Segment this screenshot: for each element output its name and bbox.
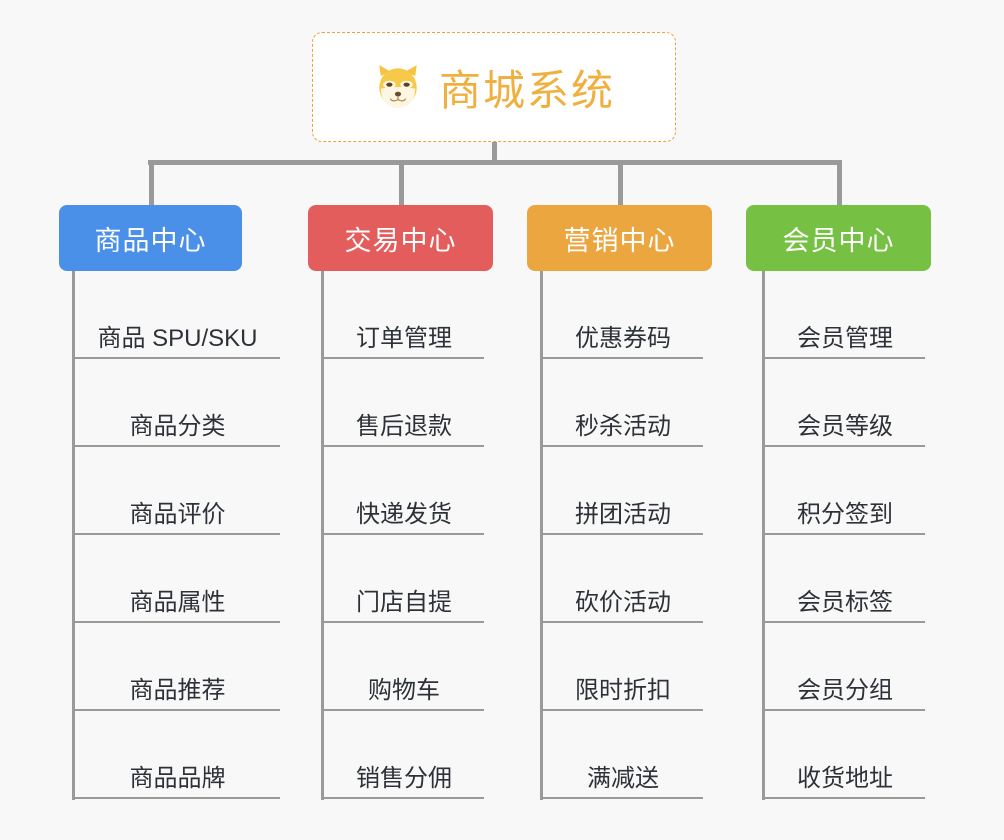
connector-drop-trade-center: [398, 160, 404, 206]
leaf-item[interactable]: 收货地址: [765, 711, 925, 799]
leaf-item-label: 商品分类: [129, 413, 226, 441]
column-rail: [72, 271, 75, 800]
leaf-item-label: 积分签到: [797, 501, 893, 529]
connector-drop-product-center: [148, 160, 154, 206]
root-node-shopping-mall-system[interactable]: 商城系统: [312, 32, 676, 142]
category-box-member-center[interactable]: 会员中心: [746, 205, 931, 271]
leaf-item-label: 商品推荐: [129, 677, 226, 705]
leaf-item-label: 商品 SPU/SKU: [97, 325, 258, 353]
leaf-item-label: 销售分佣: [356, 765, 452, 793]
leaf-item[interactable]: 会员标签: [765, 535, 925, 623]
leaf-item-label: 会员标签: [797, 589, 893, 617]
category-box-trade-center[interactable]: 交易中心: [308, 205, 493, 271]
leaf-item-label: 购物车: [368, 677, 440, 705]
leaf-item[interactable]: 秒杀活动: [543, 359, 703, 447]
leaf-item[interactable]: 销售分佣: [324, 711, 484, 799]
leaf-item-label: 会员管理: [797, 325, 893, 353]
leaf-item[interactable]: 订单管理: [324, 271, 484, 359]
leaf-item[interactable]: 会员管理: [765, 271, 925, 359]
leaf-item-label: 商品属性: [129, 589, 226, 617]
connector-drop-marketing-center: [617, 160, 623, 206]
leaf-item[interactable]: 限时折扣: [543, 623, 703, 711]
leaf-item[interactable]: 商品属性: [75, 535, 280, 623]
leaf-item[interactable]: 售后退款: [324, 359, 484, 447]
leaf-item[interactable]: 满减送: [543, 711, 703, 799]
leaf-item[interactable]: 优惠券码: [543, 271, 703, 359]
category-label: 营销中心: [563, 225, 676, 256]
connector-bar-horizontal: [148, 160, 840, 165]
leaf-item[interactable]: 会员等级: [765, 359, 925, 447]
leaf-item[interactable]: 购物车: [324, 623, 484, 711]
leaf-item-label: 商品评价: [129, 501, 226, 529]
category-label: 交易中心: [344, 225, 457, 256]
leaf-item-label: 满减送: [587, 765, 659, 793]
leaf-item-label: 砍价活动: [575, 589, 671, 617]
leaf-item[interactable]: 会员分组: [765, 623, 925, 711]
column-rail: [321, 271, 324, 800]
leaf-item[interactable]: 快递发货: [324, 447, 484, 535]
category-label: 会员中心: [782, 225, 895, 256]
leaf-item[interactable]: 门店自提: [324, 535, 484, 623]
column-rail: [540, 271, 543, 800]
category-box-product-center[interactable]: 商品中心: [59, 205, 242, 271]
leaf-item[interactable]: 积分签到: [765, 447, 925, 535]
leaf-item[interactable]: 商品推荐: [75, 623, 280, 711]
root-node-title: 商城系统: [438, 66, 615, 114]
leaf-item-label: 收货地址: [797, 765, 893, 793]
leaf-item-label: 限时折扣: [575, 677, 671, 705]
leaf-item-label: 订单管理: [356, 325, 452, 353]
category-box-marketing-center[interactable]: 营销中心: [527, 205, 712, 271]
leaf-item-label: 商品品牌: [129, 765, 226, 793]
leaf-item[interactable]: 砍价活动: [543, 535, 703, 623]
leaf-item-label: 秒杀活动: [575, 413, 671, 441]
leaf-item-label: 会员分组: [797, 677, 893, 705]
leaf-item[interactable]: 商品分类: [75, 359, 280, 447]
leaf-item[interactable]: 商品 SPU/SKU: [75, 271, 280, 359]
category-label: 商品中心: [94, 225, 207, 256]
leaf-item-label: 售后退款: [356, 413, 452, 441]
leaf-item[interactable]: 拼团活动: [543, 447, 703, 535]
leaf-item-label: 会员等级: [797, 413, 893, 441]
leaf-item-label: 优惠券码: [575, 325, 671, 353]
shiba-dog-face-icon: [373, 62, 423, 112]
leaf-item-label: 门店自提: [356, 589, 452, 617]
leaf-item[interactable]: 商品评价: [75, 447, 280, 535]
connector-drop-member-center: [836, 160, 842, 206]
connector-stem-vertical: [492, 142, 497, 164]
leaf-item-label: 快递发货: [356, 501, 452, 529]
column-rail: [762, 271, 765, 800]
leaf-item[interactable]: 商品品牌: [75, 711, 280, 799]
leaf-item-label: 拼团活动: [575, 501, 671, 529]
